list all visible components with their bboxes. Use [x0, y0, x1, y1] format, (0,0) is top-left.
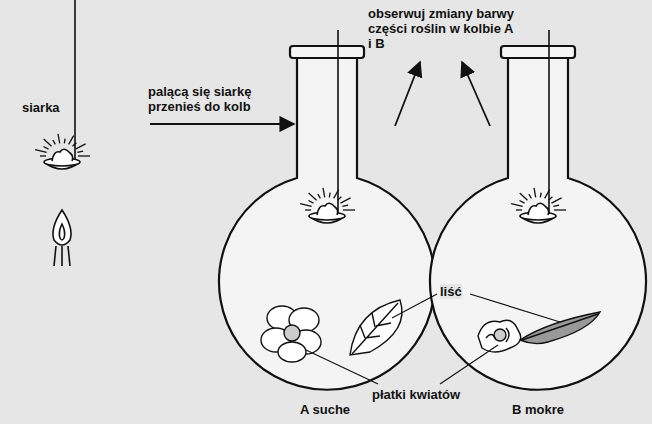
- flask-label: B mokre: [512, 402, 592, 417]
- part-label: płatki kwiatów: [372, 387, 482, 402]
- burning-sulfur-spoon: [35, 0, 90, 169]
- flask-b: [430, 46, 646, 390]
- flask-a: [219, 46, 435, 390]
- flask-label: A suche: [300, 402, 380, 417]
- spoon-in-flask-b: [511, 30, 566, 223]
- instruction-label: palącą się siarkę przenieś do kolb: [148, 84, 288, 114]
- flower-a: [261, 306, 321, 362]
- leaf-a: [350, 300, 402, 355]
- flower-b: [478, 320, 521, 352]
- part-label: liść: [440, 284, 480, 299]
- candle-flame: [53, 210, 71, 266]
- leader-lines: [306, 294, 560, 384]
- leaf-b: [520, 312, 600, 344]
- material-label: siarka: [22, 100, 82, 115]
- spoon-in-flask-a: [300, 30, 355, 223]
- instruction-label: obserwuj zmiany barwy części roślin w ko…: [368, 6, 518, 51]
